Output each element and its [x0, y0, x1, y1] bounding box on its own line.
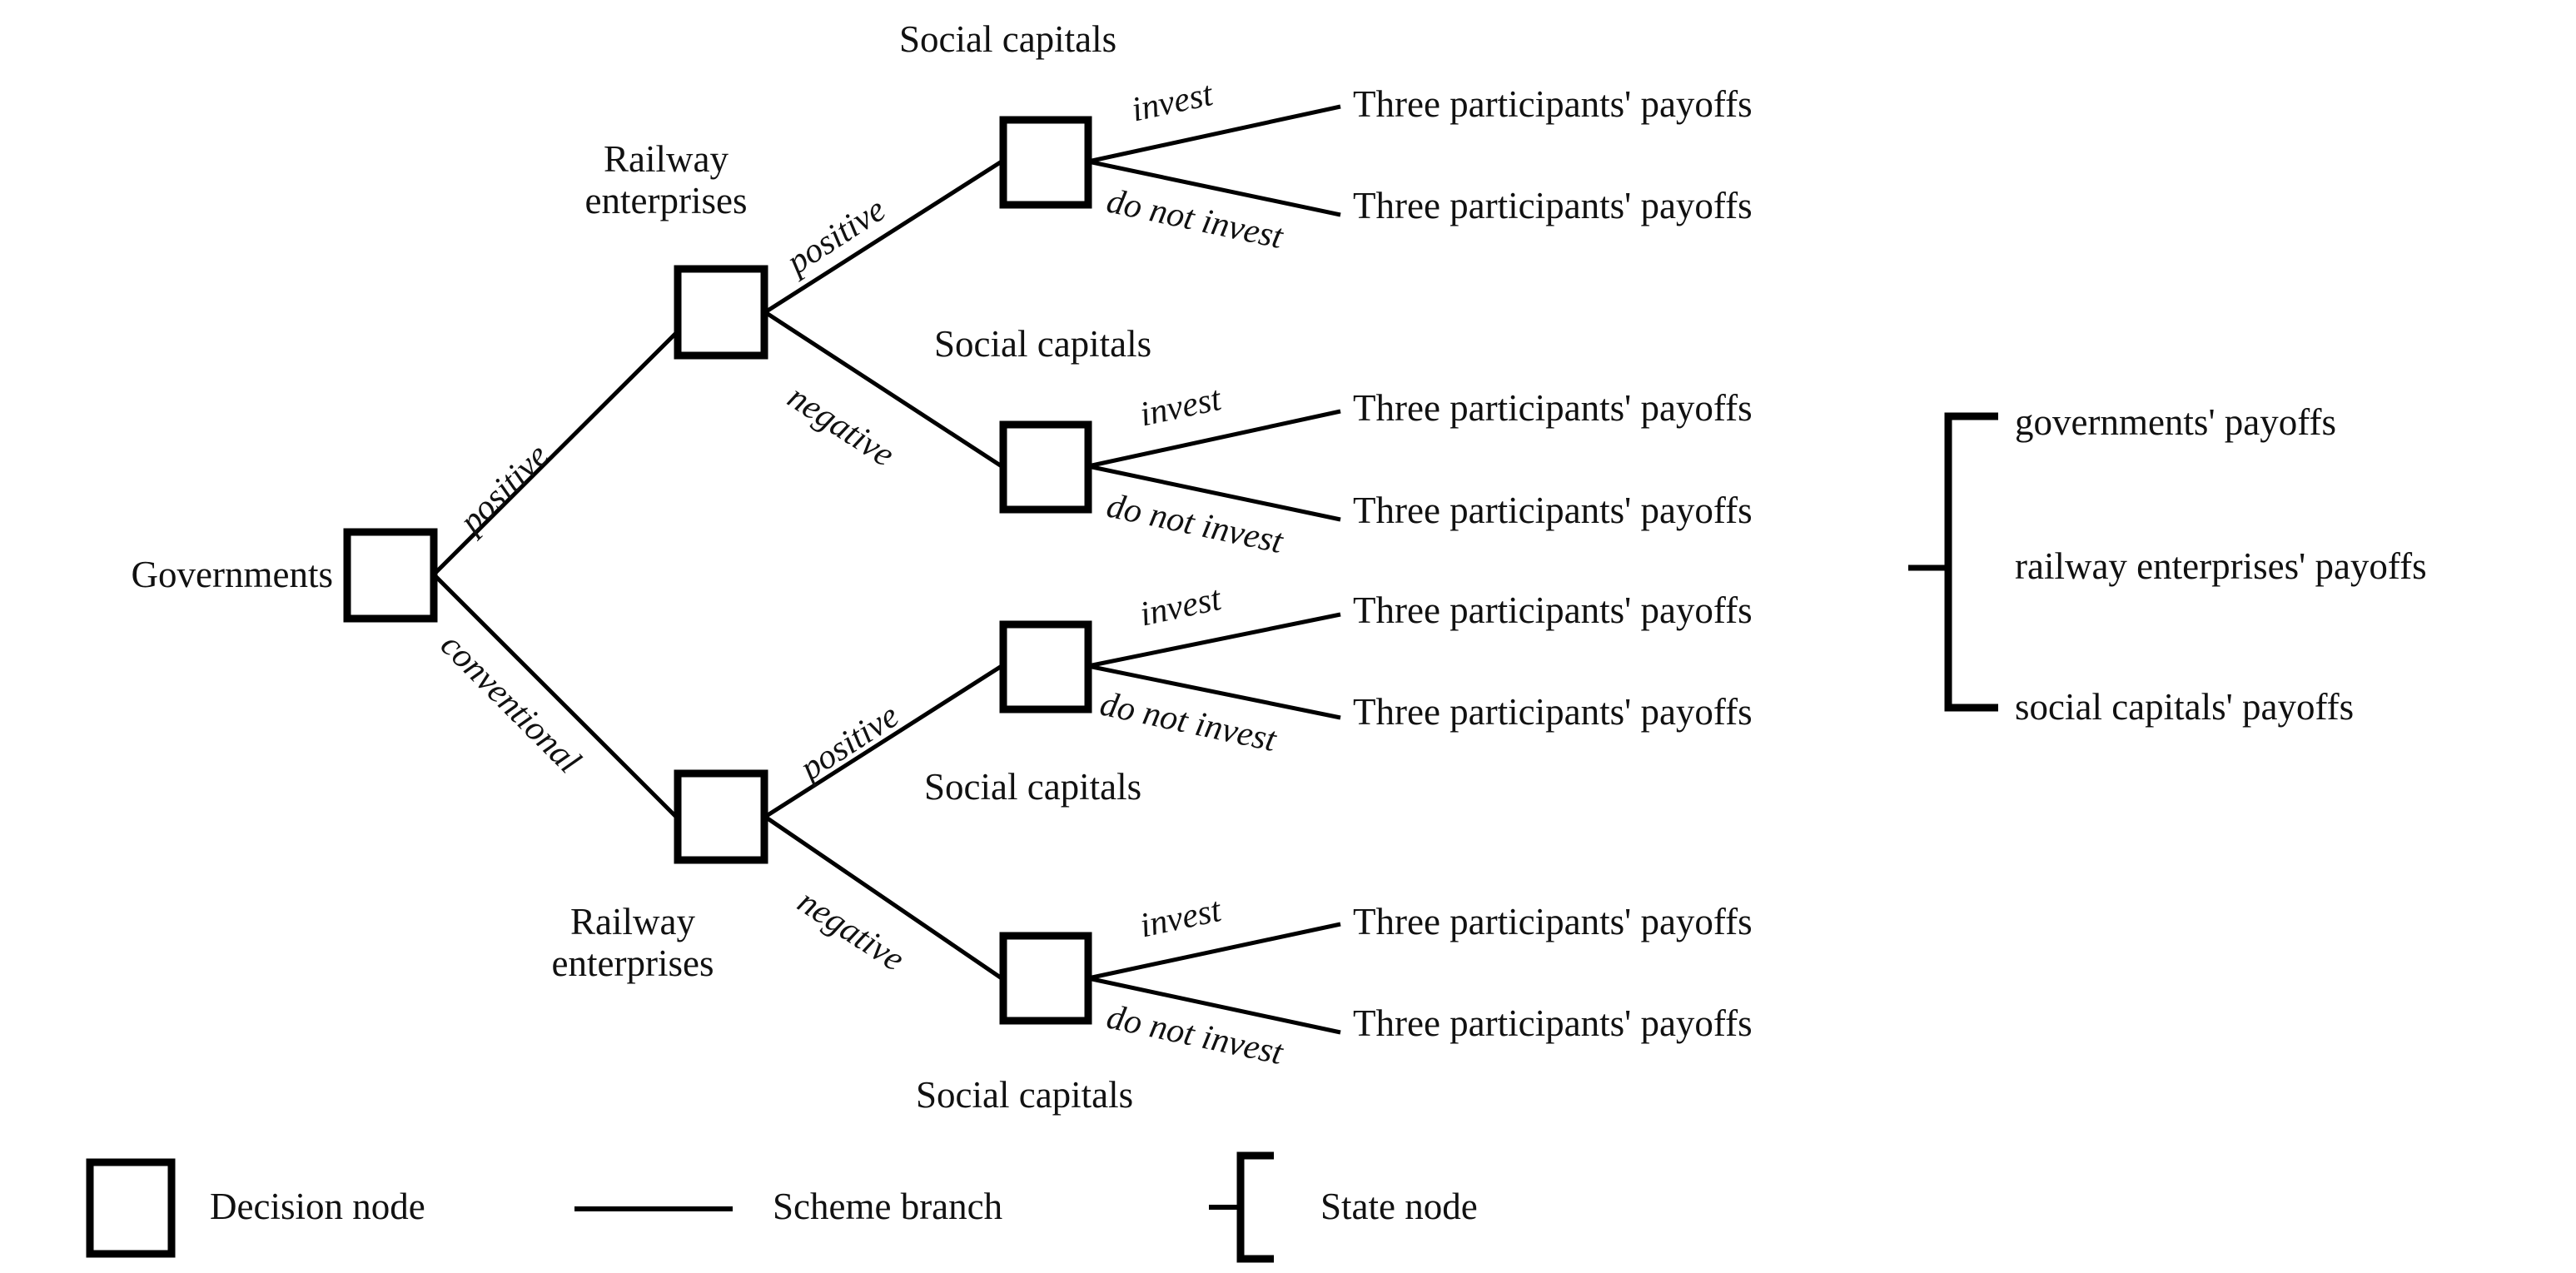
edge-sc2-do-not-invest	[1087, 464, 1341, 522]
node-label-railway-enterprises-bottom: Railway enterprises	[491, 901, 774, 985]
edge-railwaytop-to-sc2	[763, 310, 1003, 469]
node-label-social-capitals-1: Social capitals	[899, 18, 1117, 60]
node-label-social-capitals-2: Social capitals	[934, 323, 1152, 365]
edge-sc1-do-not-invest	[1087, 159, 1341, 217]
decision-node-railway-top[interactable]	[674, 265, 768, 360]
leaf-payoff-5: Three participants' payoffs	[1353, 589, 1753, 631]
state-node-item-governments-payoffs: governments' payoffs	[2015, 401, 2336, 443]
edge-railwaybottom-to-sc4	[763, 814, 1003, 981]
decision-node-social-capitals-3[interactable]	[999, 620, 1092, 714]
edge-sc2-invest	[1087, 409, 1341, 469]
decision-node-social-capitals-1[interactable]	[999, 116, 1092, 209]
edge-sc3-do-not-invest	[1087, 664, 1341, 720]
decision-node-railway-bottom[interactable]	[674, 769, 768, 864]
legend-state-node-icon	[1236, 1151, 1274, 1263]
edge-sc4-do-not-invest	[1087, 976, 1341, 1035]
edge-gov-to-railway-top	[432, 331, 678, 576]
node-label-social-capitals-3: Social capitals	[924, 766, 1142, 808]
node-label-railway-enterprises-top: Railway enterprises	[525, 138, 808, 222]
legend-label-decision-node: Decision node	[210, 1186, 425, 1227]
node-label-governments: Governments	[131, 554, 333, 595]
legend-label-scheme-branch: Scheme branch	[773, 1186, 1003, 1227]
edge-gov-to-railway-bottom	[432, 573, 678, 818]
node-label-railway-bottom-line1: Railway	[570, 901, 695, 942]
state-node-item-social-capitals-payoffs: social capitals' payoffs	[2015, 686, 2355, 728]
edge-sc4-invest	[1087, 922, 1341, 981]
edge-railwaytop-to-sc1	[763, 159, 1003, 315]
node-label-railway-top-line1: Railway	[604, 138, 729, 180]
decision-node-social-capitals-4[interactable]	[999, 932, 1092, 1025]
edge-sc1-invest	[1087, 104, 1341, 164]
state-node-bracket	[1944, 412, 1998, 712]
leaf-payoff-4: Three participants' payoffs	[1353, 490, 1753, 531]
leaf-payoff-3: Three participants' payoffs	[1353, 387, 1753, 429]
leaf-payoff-1: Three participants' payoffs	[1353, 83, 1753, 125]
edge-sc3-invest	[1087, 612, 1341, 669]
edge-railwaybottom-to-sc3	[763, 664, 1003, 819]
state-node-item-railway-payoffs: railway enterprises' payoffs	[2015, 545, 2427, 587]
leaf-payoff-8: Three participants' payoffs	[1353, 1002, 1753, 1044]
node-label-railway-bottom-line2: enterprises	[551, 942, 714, 985]
legend-decision-node-icon	[86, 1158, 176, 1258]
node-label-railway-top-line2: enterprises	[584, 180, 748, 222]
leaf-payoff-7: Three participants' payoffs	[1353, 901, 1753, 942]
legend-label-state-node: State node	[1320, 1186, 1478, 1227]
decision-node-governments[interactable]	[343, 528, 438, 623]
leaf-payoff-6: Three participants' payoffs	[1353, 691, 1753, 733]
node-label-social-capitals-4: Social capitals	[916, 1074, 1134, 1116]
leaf-payoff-2: Three participants' payoffs	[1353, 185, 1753, 226]
decision-node-social-capitals-2[interactable]	[999, 420, 1092, 514]
